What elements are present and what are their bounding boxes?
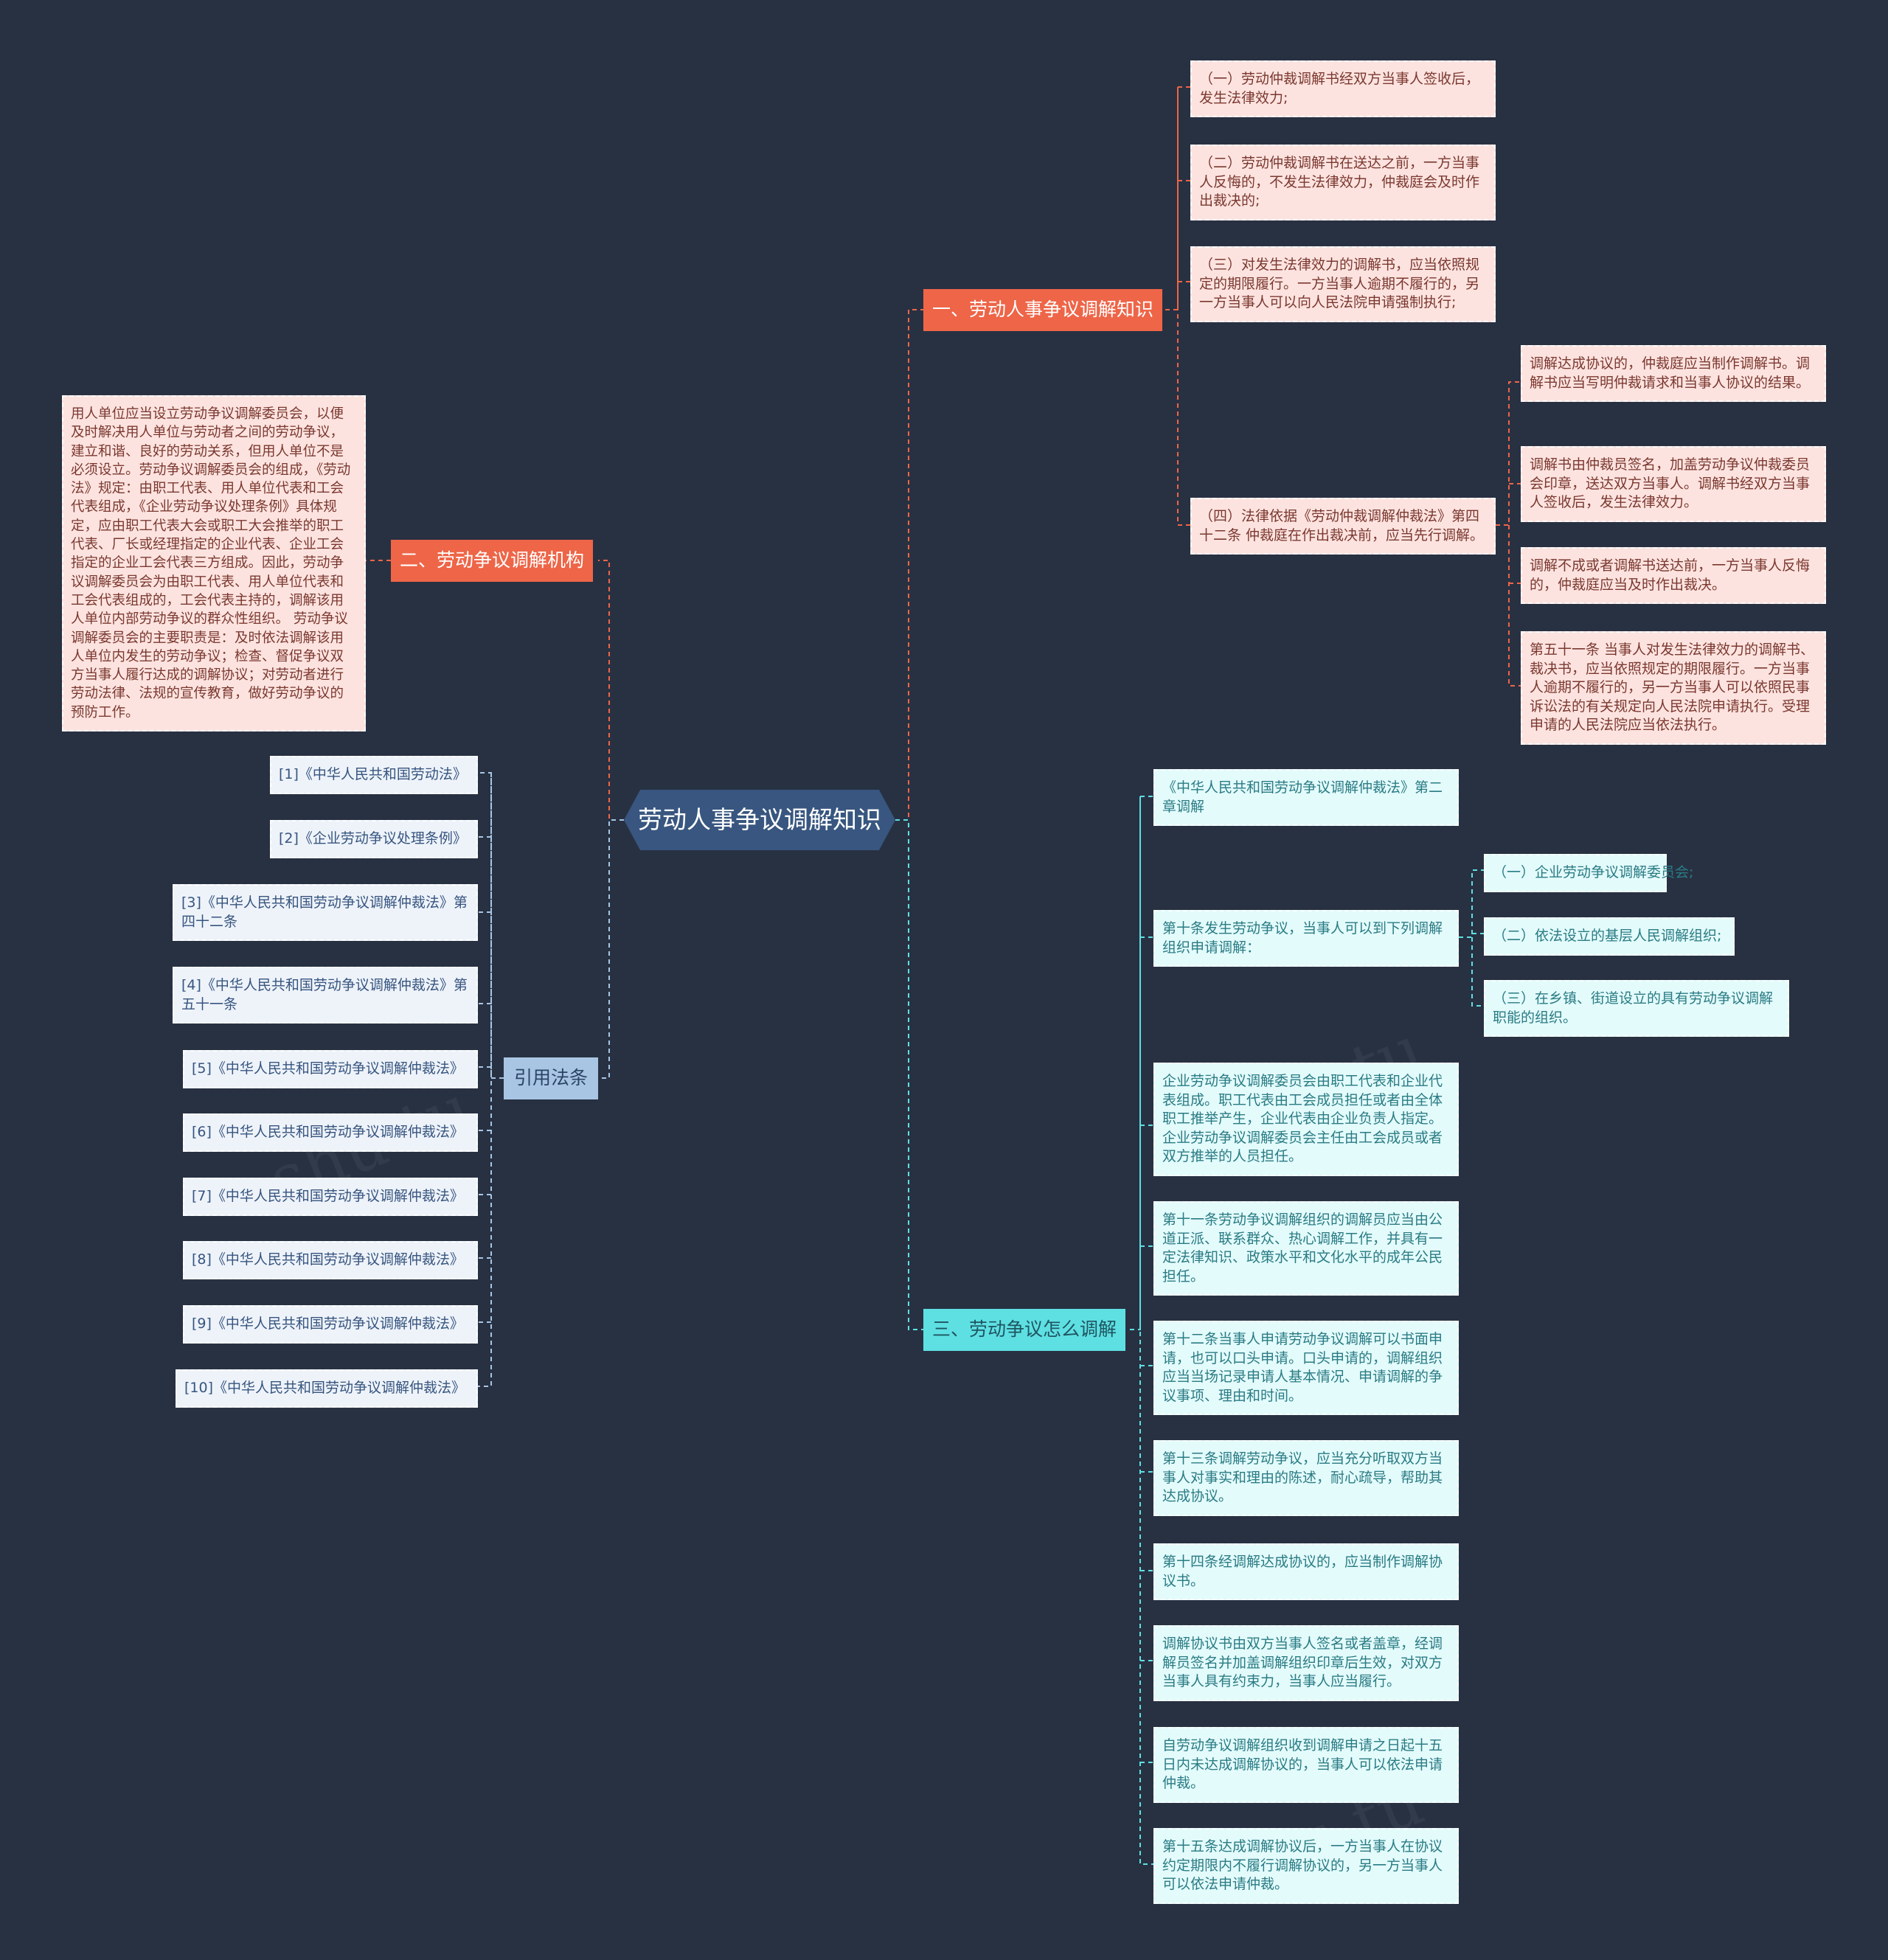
list-item[interactable]: [3]《中华人民共和国劳动争议调解仲裁法》第四十二条 — [173, 884, 478, 941]
list-item[interactable]: （二）依法设立的基层人民调解组织; — [1484, 917, 1735, 956]
list-item[interactable]: 第十条发生劳动争议，当事人可以到下列调解组织申请调解： — [1153, 910, 1459, 967]
root-topic[interactable]: 劳动人事争议调解知识 — [624, 790, 895, 850]
list-item[interactable]: 《中华人民共和国劳动争议调解仲裁法》第二章调解 — [1153, 769, 1459, 826]
list-item[interactable]: （一）劳动仲裁调解书经双方当事人签收后，发生法律效力; — [1190, 60, 1496, 117]
list-item[interactable]: [5]《中华人民共和国劳动争议调解仲裁法》 — [183, 1050, 478, 1088]
list-item[interactable]: （三）在乡镇、街道设立的具有劳动争议调解职能的组织。 — [1484, 980, 1789, 1037]
list-item[interactable]: （二）劳动仲裁调解书在送达之前，一方当事人反悔的，不发生法律效力，仲裁庭会及时作… — [1190, 145, 1496, 220]
list-item[interactable]: 调解协议书由双方当事人签名或者盖章，经调解员签名并加盖调解组织印章后生效，对双方… — [1153, 1625, 1459, 1701]
list-item[interactable]: 调解不成或者调解书送达前，一方当事人反悔的，仲裁庭应当及时作出裁决。 — [1521, 547, 1826, 604]
branch-cited-laws[interactable]: 引用法条 — [504, 1057, 598, 1099]
list-item[interactable]: [2]《企业劳动争议处理条例》 — [270, 820, 478, 858]
list-item[interactable]: 自劳动争议调解组织收到调解申请之日起十五日内未达成调解协议的，当事人可以依法申请… — [1153, 1727, 1459, 1803]
list-item[interactable]: 第十五条达成调解协议后，一方当事人在协议约定期限内不履行调解协议的，另一方当事人… — [1153, 1828, 1459, 1904]
branch-how-to-mediate[interactable]: 三、劳动争议怎么调解 — [923, 1309, 1126, 1351]
list-item[interactable]: 第十一条劳动争议调解组织的调解员应当由公道正派、联系群众、热心调解工作，并具有一… — [1153, 1201, 1459, 1296]
list-item[interactable]: （一）企业劳动争议调解委员会; — [1484, 854, 1693, 892]
list-item[interactable]: 第五十一条 当事人对发生法律效力的调解书、裁决书，应当依照规定的期限履行。一方当… — [1521, 631, 1826, 745]
branch-mediation-organization[interactable]: 二、劳动争议调解机构 — [391, 540, 594, 582]
list-item[interactable]: [9]《中华人民共和国劳动争议调解仲裁法》 — [183, 1305, 478, 1344]
list-item[interactable]: [10]《中华人民共和国劳动争议调解仲裁法》 — [176, 1369, 478, 1408]
list-item[interactable]: 用人单位应当设立劳动争议调解委员会，以便及时解决用人单位与劳动者之间的劳动争议，… — [62, 395, 366, 732]
list-item[interactable]: [4]《中华人民共和国劳动争议调解仲裁法》第五十一条 — [173, 967, 478, 1024]
list-item[interactable]: [7]《中华人民共和国劳动争议调解仲裁法》 — [183, 1178, 478, 1216]
list-item[interactable]: （四）法律依据《劳动仲裁调解仲裁法》第四十二条 仲裁庭在作出裁决前，应当先行调解… — [1190, 498, 1496, 555]
list-item[interactable]: 调解书由仲裁员签名，加盖劳动争议仲裁委员会印章，送达双方当事人。调解书经双方当事… — [1521, 446, 1826, 522]
list-item[interactable]: 第十二条当事人申请劳动争议调解可以书面申请，也可以口头申请。口头申请的，调解组织… — [1153, 1321, 1459, 1415]
list-item[interactable]: [1]《中华人民共和国劳动法》 — [270, 756, 478, 794]
list-item[interactable]: （三）对发生法律效力的调解书，应当依照规定的期限履行。一方当事人逾期不履行的，另… — [1190, 246, 1496, 322]
list-item[interactable]: 调解达成协议的，仲裁庭应当制作调解书。调解书应当写明仲裁请求和当事人协议的结果。 — [1521, 345, 1826, 402]
list-item[interactable]: [6]《中华人民共和国劳动争议调解仲裁法》 — [183, 1113, 478, 1152]
list-item[interactable]: 企业劳动争议调解委员会由职工代表和企业代表组成。职工代表由工会成员担任或者由全体… — [1153, 1063, 1459, 1176]
list-item[interactable]: 第十四条经调解达成协议的，应当制作调解协议书。 — [1153, 1543, 1459, 1600]
list-item[interactable]: [8]《中华人民共和国劳动争议调解仲裁法》 — [183, 1241, 478, 1279]
list-item[interactable]: 第十三条调解劳动争议，应当充分听取双方当事人对事实和理由的陈述，耐心疏导，帮助其… — [1153, 1440, 1459, 1516]
branch-mediation-knowledge[interactable]: 一、劳动人事争议调解知识 — [923, 289, 1163, 331]
